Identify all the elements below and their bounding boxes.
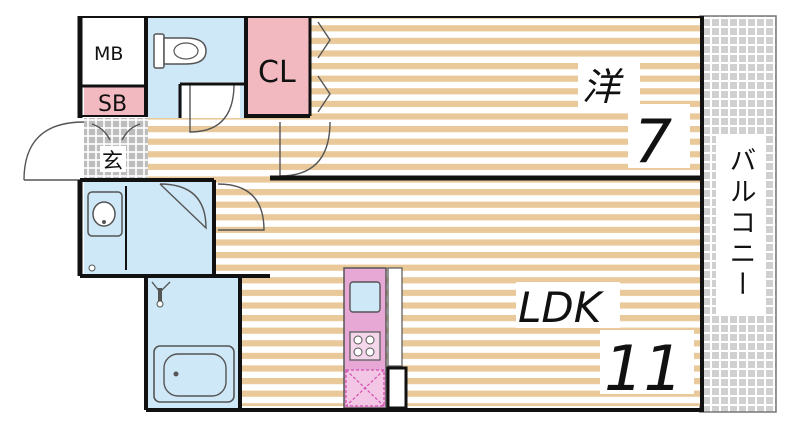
kitchen <box>343 267 408 410</box>
hallway-floor <box>148 118 310 180</box>
entrance: 玄 <box>84 118 148 180</box>
entrance-label: 玄 <box>102 149 123 173</box>
bathtub-icon <box>153 345 235 403</box>
shoe-box-label: SB <box>98 92 127 117</box>
closet: CL <box>246 18 310 116</box>
bathroom <box>148 274 240 410</box>
western-room-label: 洋 <box>582 65 624 109</box>
stove-icon <box>349 331 381 361</box>
washroom <box>84 180 214 274</box>
walls <box>77 16 704 412</box>
refrigerator-space-icon <box>345 369 385 407</box>
meter-box-label: MB <box>94 43 123 65</box>
toilet-icon <box>153 33 207 69</box>
toilet-room <box>148 18 246 118</box>
ldk-room-size: 11 <box>604 332 683 405</box>
balcony-label: バルコニー <box>725 146 756 301</box>
shoe-box: SB <box>84 86 148 117</box>
closet-label: CL <box>258 55 296 90</box>
wash-basin-icon <box>87 191 123 237</box>
kitchen-sink-icon <box>349 281 381 313</box>
ldk-room-label: LDK <box>518 283 605 332</box>
balcony: バルコニー <box>699 15 777 413</box>
western-room: 洋 7 <box>310 18 700 177</box>
western-room-size: 7 <box>634 107 672 177</box>
shower-icon <box>156 288 164 308</box>
ldk-room: LDK 11 <box>214 180 700 406</box>
meter-box: MB <box>80 18 148 86</box>
